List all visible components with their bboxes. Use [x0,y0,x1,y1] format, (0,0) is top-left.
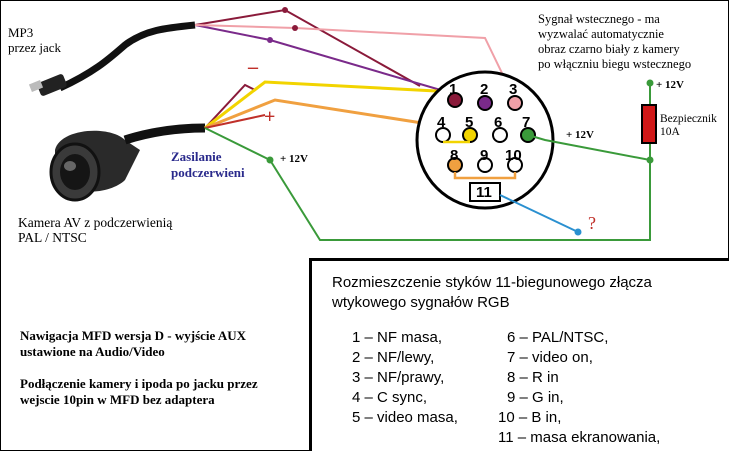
wire-pin7 [527,134,651,161]
pin-label-1: 1 [449,81,457,98]
question-label: ? [588,213,596,233]
pin-label-8: 8 [450,147,458,164]
rgb-connector: 1 2 3 4 5 6 7 8 9 10 11 [415,70,555,210]
plus12-camera-label: + 12V [280,153,308,165]
pin-label-7: 7 [522,114,530,131]
plus-label: + [264,106,276,128]
pin-label-10: 10 [505,147,522,164]
reverse-signal-label: Sygnał wstecznego - ma wyzwalać automaty… [538,12,692,71]
pinout-left-2: 2 – NF/lewy, [352,349,435,366]
pin-label-11: 11 [476,184,492,201]
wire-pin11 [499,194,579,233]
plus12-top-label: + 12V [656,79,684,91]
pinout-right-10: 10 – B in, [498,409,562,426]
pinout-right-11: 11 – masa ekranowania, [498,429,661,446]
mp3-jack-plug [28,74,67,96]
pin-label-9: 9 [480,147,488,164]
wire-cam-plus [204,114,266,129]
fuse [641,104,657,144]
wire-cam-minus [204,83,256,129]
pin-label-6: 6 [494,114,502,131]
pinout-left-3: 3 – NF/prawy, [352,369,445,386]
pin-label-4: 4 [437,114,446,131]
pinout-title: Rozmieszczenie styków 11-biegunowego złą… [332,274,652,311]
pinout-right-8: 8 – R in [507,369,559,386]
pin-label-5: 5 [465,114,473,131]
wire-cam-12v [204,127,651,241]
pinout-left-1: 1 – NF masa, [352,329,443,346]
pin-label-2: 2 [480,81,488,98]
jack-cable [58,21,196,92]
connection-note: Podłączenie kamery i ipoda po jacku prze… [20,376,258,407]
camera-illustration [49,123,206,202]
pinout-right-6: 6 – PAL/NTSC, [507,329,609,346]
pin-label-3: 3 [509,81,517,98]
pinout-panel: Rozmieszczenie styków 11-biegunowego złą… [309,258,729,451]
pinout-left-4: 4 – C sync, [352,389,428,406]
pinout-left-5: 5 – video masa, [352,409,458,426]
plus12-pin7-label: + 12V [566,129,594,141]
pinout-right-7: 7 – video on, [507,349,593,366]
mfd-note: Nawigacja MFD wersja D - wyjście AUX ust… [20,328,246,359]
wire-jack-3 [194,24,516,101]
pinout-right-9: 9 – G in, [507,389,564,406]
minus-label: – [248,56,258,78]
